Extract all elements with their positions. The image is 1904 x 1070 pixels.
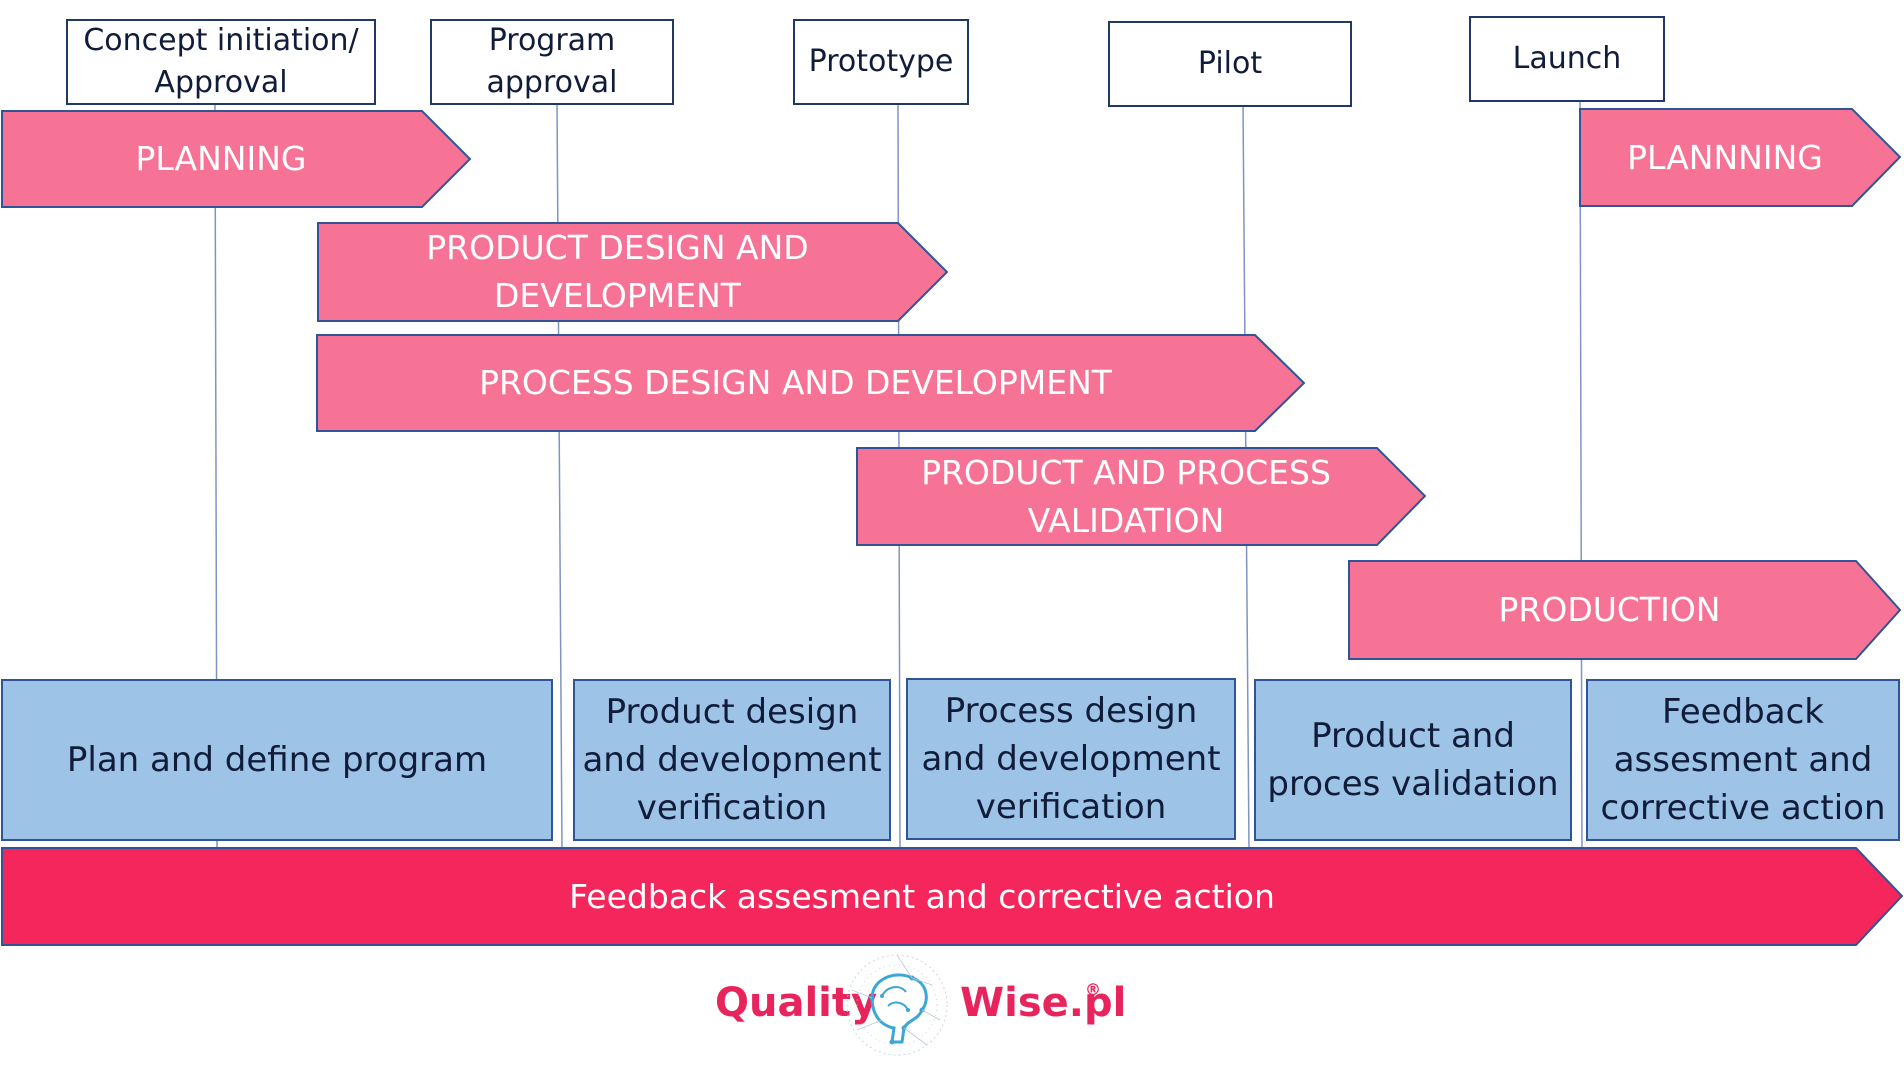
phase-label: PROCESS DESIGN AND DEVELOPMENT	[479, 363, 1112, 403]
phase-arrow-shape	[1348, 560, 1901, 660]
activity-feedback-corrective: Feedback assesment and corrective action	[1586, 679, 1900, 841]
phase-arrow-shape	[317, 222, 948, 322]
phase-arrow-shape	[1579, 108, 1901, 207]
registered-mark: ®	[1085, 980, 1101, 999]
logo-word-right: Wise.pl	[960, 980, 1127, 1026]
milestone-prototype: Prototype	[793, 19, 969, 105]
phase-product-design-development: PRODUCT DESIGN AND DEVELOPMENT	[317, 222, 948, 322]
phase-planning-next: PLANNNING	[1579, 108, 1901, 207]
phase-production: PRODUCTION	[1348, 560, 1901, 660]
phase-label: PLANNNING	[1627, 137, 1823, 177]
feedback-bar: Feedback assesment and corrective action	[1, 847, 1903, 946]
connector-line-launch	[1579, 99, 1583, 851]
phase-label: PRODUCT DESIGN AND DEVELOPMENT	[426, 228, 809, 315]
activity-process-design-verification: Process design and development verificat…	[906, 678, 1236, 840]
phase-planning: PLANNING	[1, 110, 471, 208]
phase-label: PLANNING	[135, 139, 307, 179]
activity-product-process-validation: Product and proces validation	[1254, 679, 1572, 841]
phase-arrow-shape	[316, 334, 1305, 432]
phase-label: PRODUCT AND PROCESS VALIDATION	[921, 452, 1331, 540]
milestone-pilot: Pilot	[1108, 21, 1352, 107]
feedback-arrow-shape	[1, 847, 1903, 946]
milestone-launch: Launch	[1469, 16, 1665, 102]
activity-plan-define-program: Plan and define program	[1, 679, 553, 841]
phase-process-design-development: PROCESS DESIGN AND DEVELOPMENT	[316, 334, 1305, 432]
milestone-program-approval: Program approval	[430, 19, 674, 105]
milestone-concept-approval: Concept initiation/ Approval	[66, 19, 376, 105]
connector-line-program	[556, 101, 563, 851]
phase-label: PRODUCTION	[1498, 590, 1721, 630]
feedback-bar-label: Feedback assesment and corrective action	[569, 876, 1275, 916]
logo-word-left: Quality	[715, 980, 878, 1026]
qualitywise-logo: Quality Wise.pl ®	[710, 950, 1126, 1060]
activity-product-design-verification: Product design and development verificat…	[573, 679, 891, 841]
brain-network-icon	[846, 954, 948, 1056]
phase-product-process-validation: PRODUCT AND PROCESS VALIDATION	[856, 447, 1426, 546]
phase-arrow-shape	[856, 447, 1426, 546]
phase-arrow-shape	[1, 110, 471, 208]
